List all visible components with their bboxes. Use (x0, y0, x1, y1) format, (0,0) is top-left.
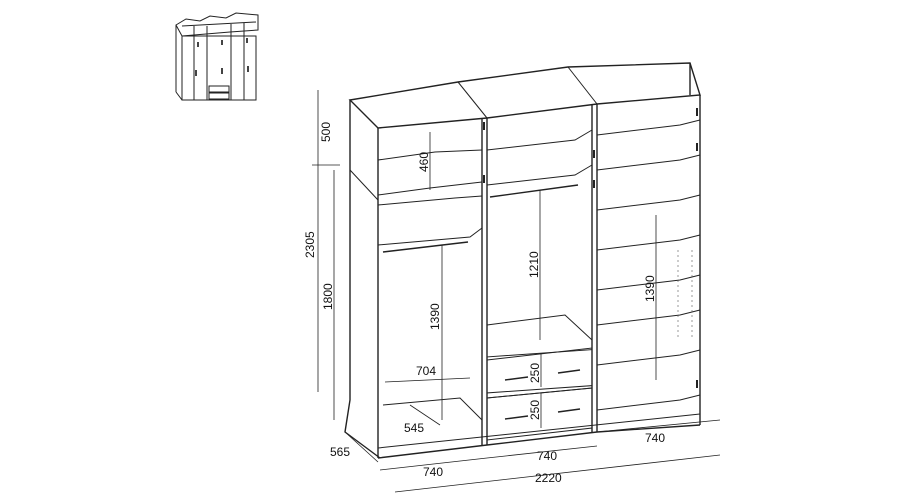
dimension-lines (312, 90, 721, 493)
dim-module-middle-width: 740 (537, 449, 557, 463)
dim-right-shelf-height: 1390 (643, 275, 657, 302)
dim-drawer-upper: 250 (528, 363, 542, 383)
dim-middle-hanging-height: 1210 (527, 251, 541, 278)
dim-left-inner-width: 704 (416, 364, 436, 378)
dim-inner-depth: 545 (404, 421, 424, 435)
dim-module-right-width: 740 (645, 431, 665, 445)
dim-total-height: 2305 (303, 231, 317, 258)
dim-top-height: 500 (319, 122, 333, 142)
dim-total-width: 2220 (535, 471, 562, 485)
dim-drawer-lower: 250 (528, 400, 542, 420)
dim-body-height: 1800 (321, 283, 335, 310)
dim-module-left-width: 740 (423, 465, 443, 479)
dim-depth: 565 (330, 445, 350, 459)
wardrobe-thumbnail (175, 12, 259, 101)
dim-top-shelf-gap: 460 (417, 152, 431, 172)
wardrobe-main (344, 62, 701, 459)
dim-left-hanging-height: 1390 (428, 303, 442, 330)
